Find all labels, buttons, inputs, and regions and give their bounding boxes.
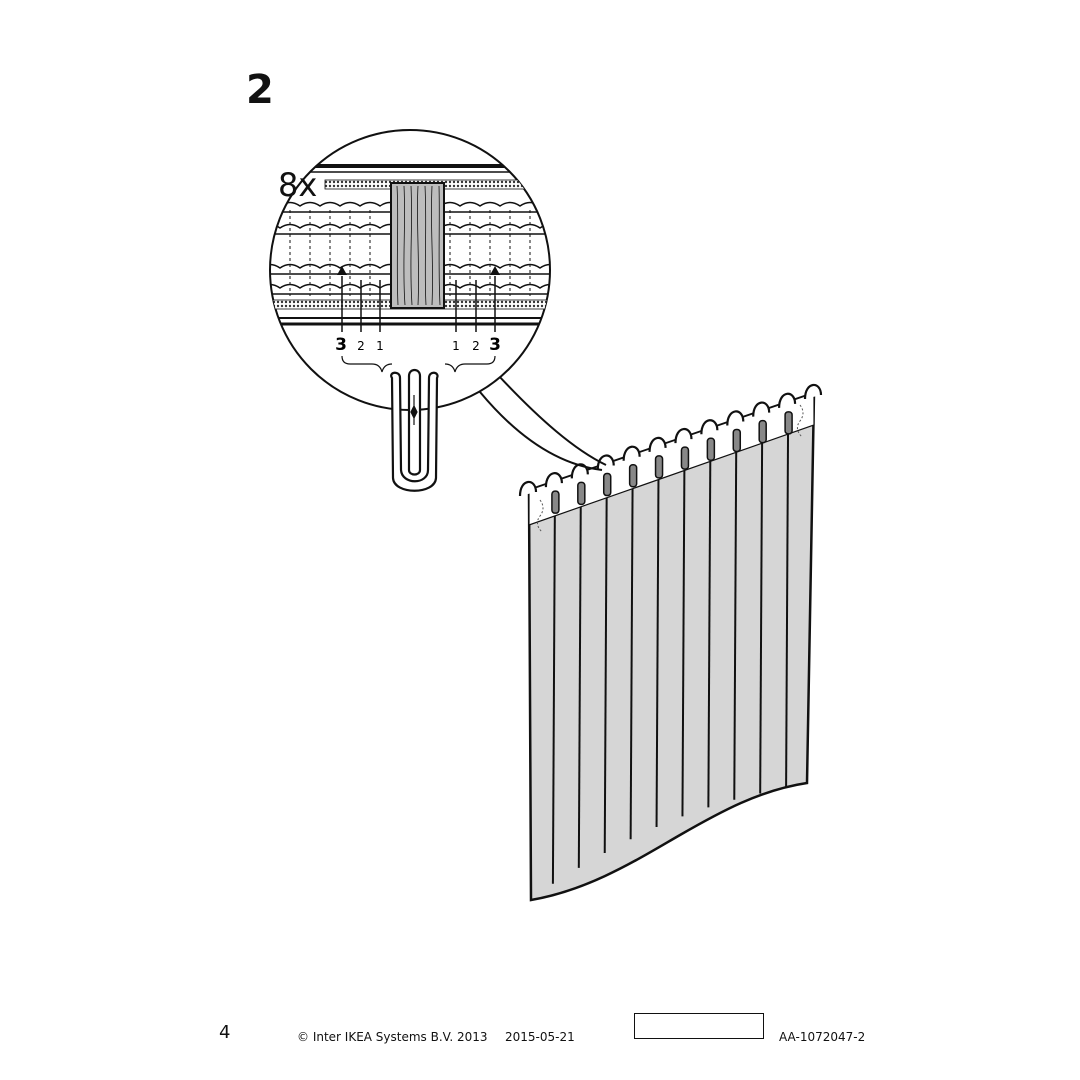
copyright-text: © Inter IKEA Systems B.V. 2013	[297, 1030, 488, 1044]
left-label-3: 3	[335, 335, 347, 355]
quantity-label: 8x	[278, 166, 317, 204]
right-label-2: 2	[472, 339, 480, 353]
left-label-1: 1	[376, 339, 384, 353]
curtain-hook-icon	[390, 368, 439, 492]
page-number: 4	[219, 1022, 231, 1043]
step-number: 2	[246, 67, 274, 113]
right-label-3: 3	[489, 335, 501, 355]
document-code: AA-1072047-2	[779, 1030, 866, 1044]
magnified-detail: 8x 3 2 1 1 2 3	[269, 129, 551, 411]
right-label-1: 1	[452, 339, 460, 353]
curtain-illustration	[518, 383, 823, 902]
document-date: 2015-05-21	[505, 1030, 575, 1044]
left-label-2: 2	[357, 339, 365, 353]
blank-box	[634, 1013, 764, 1039]
